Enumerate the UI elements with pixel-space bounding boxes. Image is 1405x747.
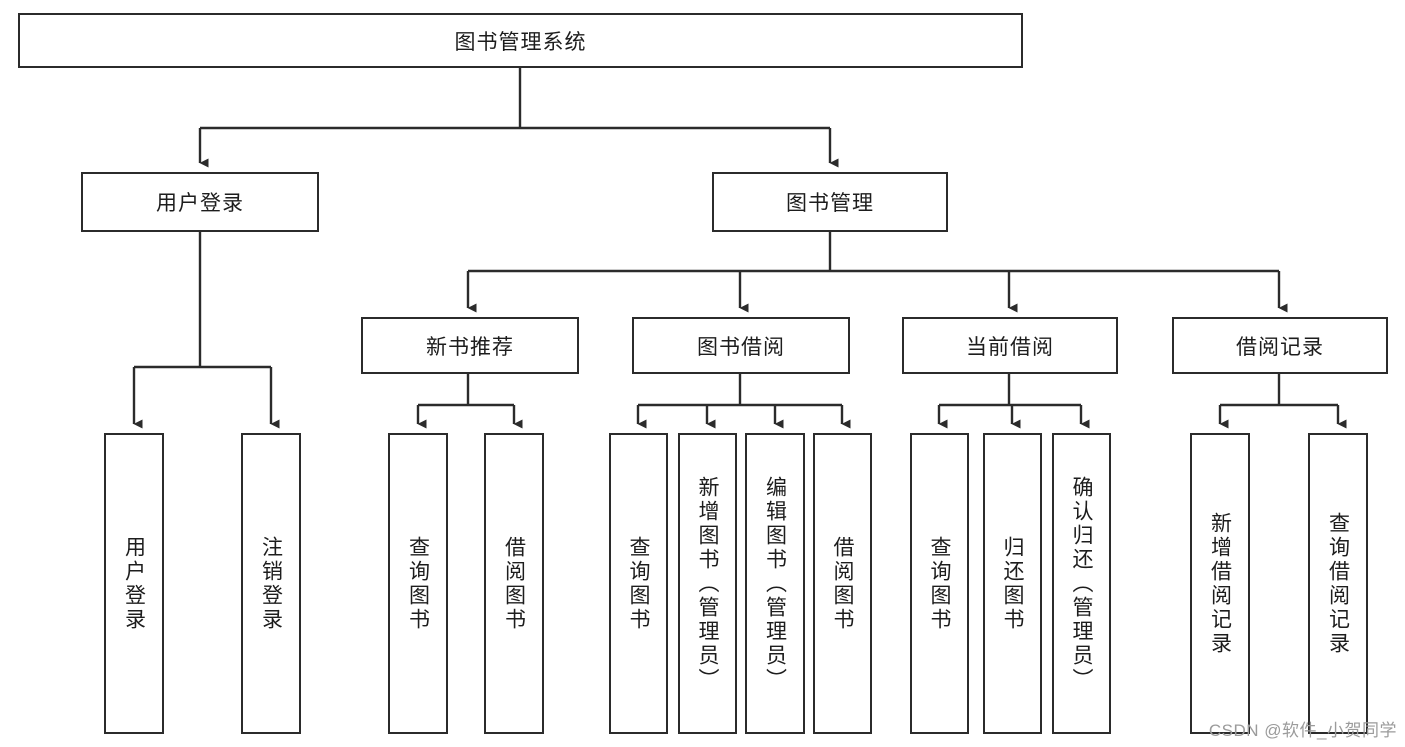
node-leaf-query-book-3-label: 查询图书 — [928, 535, 951, 632]
node-leaf-confirm-return[interactable]: 确认归还（管理员） — [1052, 433, 1111, 734]
node-leaf-edit-book[interactable]: 编辑图书（管理员） — [745, 433, 805, 734]
node-leaf-borrow-book-1[interactable]: 借阅图书 — [484, 433, 544, 734]
node-leaf-borrow-book-2-label: 借阅图书 — [831, 535, 854, 632]
node-leaf-logout-label: 注销登录 — [259, 535, 283, 632]
node-leaf-confirm-return-label: 确认归还（管理员） — [1070, 475, 1093, 692]
node-root[interactable]: 图书管理系统 — [18, 13, 1023, 68]
node-current-borrow[interactable]: 当前借阅 — [902, 317, 1118, 374]
node-leaf-return-book-label: 归还图书 — [1001, 535, 1024, 632]
node-leaf-query-book-3[interactable]: 查询图书 — [910, 433, 969, 734]
node-leaf-borrow-book-2[interactable]: 借阅图书 — [813, 433, 872, 734]
watermark-text: CSDN @软件_小贺同学 — [1208, 721, 1397, 740]
node-leaf-query-book-1-label: 查询图书 — [406, 535, 430, 632]
node-borrow-record-label: 借阅记录 — [1236, 335, 1324, 359]
node-leaf-query-record[interactable]: 查询借阅记录 — [1308, 433, 1368, 734]
node-leaf-query-book-2[interactable]: 查询图书 — [609, 433, 668, 734]
node-root-label: 图书管理系统 — [454, 30, 587, 54]
node-borrow-record[interactable]: 借阅记录 — [1172, 317, 1388, 374]
node-leaf-add-book-label: 新增图书（管理员） — [696, 475, 719, 692]
node-book-borrow-label: 图书借阅 — [697, 335, 785, 359]
node-leaf-query-book-2-label: 查询图书 — [627, 535, 650, 632]
node-user-login[interactable]: 用户登录 — [81, 172, 319, 232]
node-leaf-logout[interactable]: 注销登录 — [241, 433, 301, 734]
node-user-login-label: 用户登录 — [156, 192, 244, 215]
node-new-book-recommend-label: 新书推荐 — [426, 335, 514, 359]
node-leaf-user-login[interactable]: 用户登录 — [104, 433, 164, 734]
node-current-borrow-label: 当前借阅 — [966, 335, 1054, 359]
node-new-book-recommend[interactable]: 新书推荐 — [361, 317, 579, 374]
node-book-manage[interactable]: 图书管理 — [712, 172, 948, 232]
node-leaf-add-record[interactable]: 新增借阅记录 — [1190, 433, 1250, 734]
node-leaf-add-record-label: 新增借阅记录 — [1208, 511, 1232, 656]
node-leaf-return-book[interactable]: 归还图书 — [983, 433, 1042, 734]
node-leaf-edit-book-label: 编辑图书（管理员） — [763, 475, 787, 692]
node-book-borrow[interactable]: 图书借阅 — [632, 317, 850, 374]
node-book-manage-label: 图书管理 — [786, 192, 874, 215]
node-leaf-add-book[interactable]: 新增图书（管理员） — [678, 433, 737, 734]
node-leaf-user-login-label: 用户登录 — [122, 535, 146, 632]
node-leaf-borrow-book-1-label: 借阅图书 — [502, 535, 526, 632]
node-leaf-query-book-1[interactable]: 查询图书 — [388, 433, 448, 734]
node-leaf-query-record-label: 查询借阅记录 — [1326, 511, 1350, 656]
